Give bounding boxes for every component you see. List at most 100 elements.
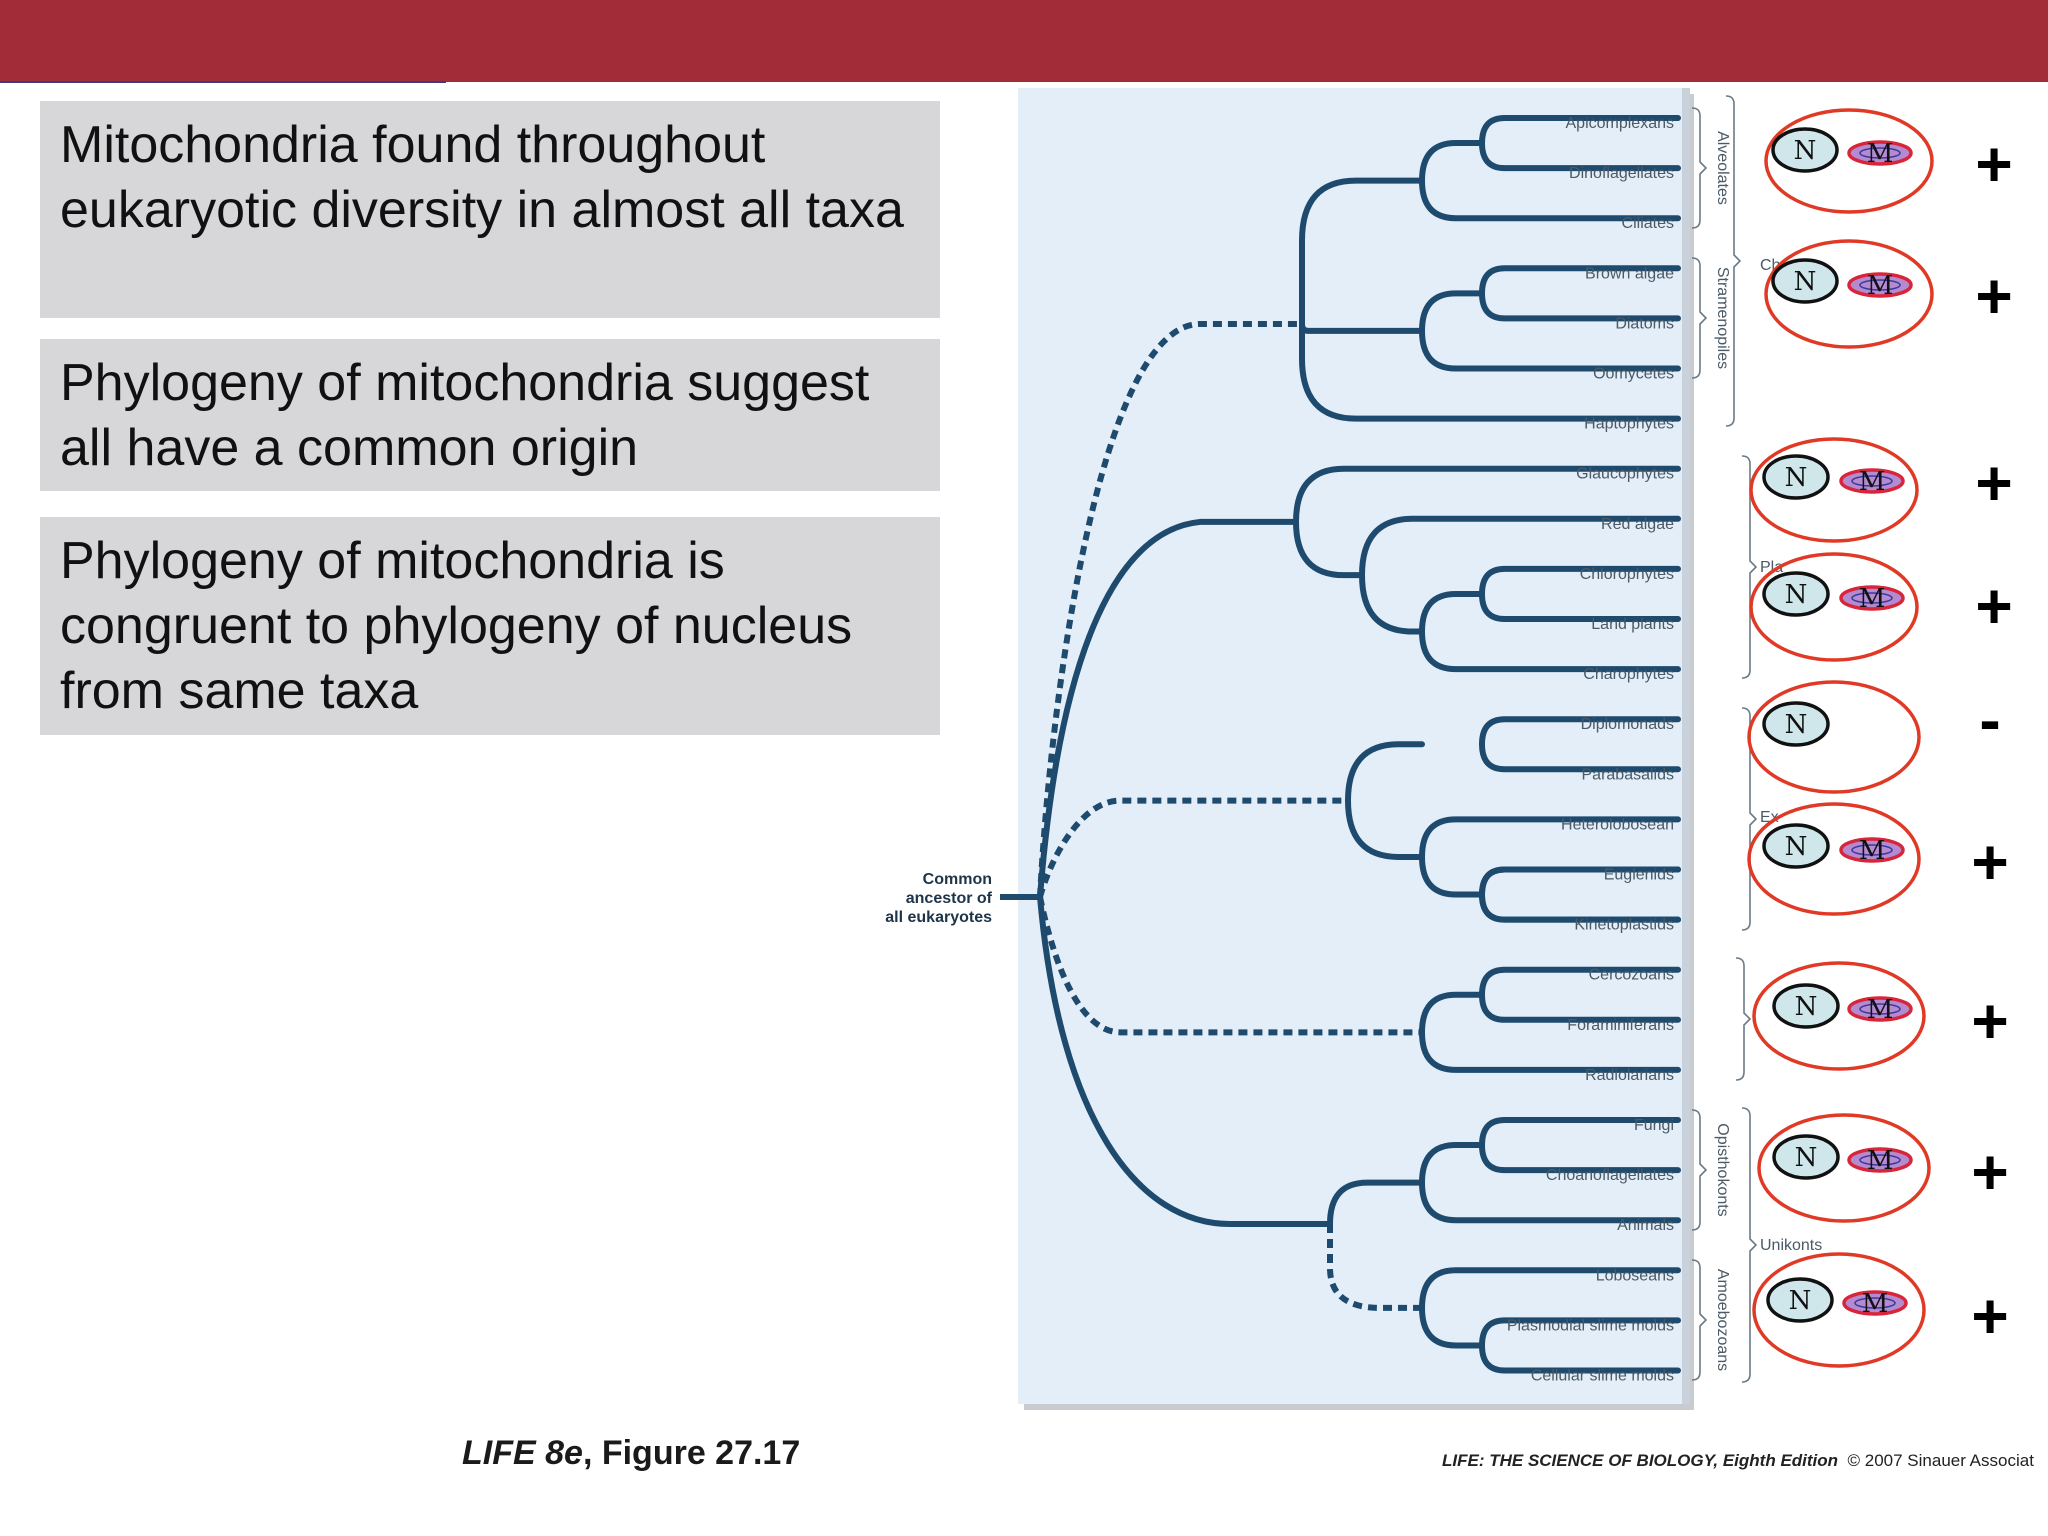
nucleus	[1762, 823, 1830, 869]
figure-panel	[1018, 88, 1688, 1404]
nucleus-label: N	[1795, 992, 1818, 1022]
tree-branch	[1419, 1179, 1681, 1224]
tree-branch	[1419, 853, 1485, 898]
credit-title: LIFE: THE SCIENCE OF BIOLOGY, Eighth Edi…	[1442, 1451, 1839, 1470]
dashed-branch	[1037, 896, 1422, 1036]
excavates-bracket	[1741, 707, 1758, 931]
taxon-label: Glaucophytes	[1576, 466, 1674, 483]
mitochondrion-label: M	[1867, 139, 1894, 169]
taxon-label: Apicomplexans	[1566, 115, 1675, 132]
tree-branch	[1479, 290, 1681, 322]
opisthokonts-bracket	[1691, 1109, 1708, 1231]
tree-branch	[1419, 290, 1485, 334]
nucleus-label: N	[1795, 1143, 1818, 1173]
mitochondrion-label: M	[1862, 1289, 1889, 1319]
tree-branch	[1479, 1117, 1681, 1149]
taxon-label: Parabasalids	[1582, 766, 1675, 783]
tree-branches	[1000, 115, 1681, 1374]
dashed-branch	[1327, 1224, 1422, 1311]
mitochondrion-label: M	[1867, 271, 1894, 301]
tree-branch	[1479, 115, 1681, 147]
tree-branch	[1479, 590, 1681, 622]
publisher-credit: LIFE: THE SCIENCE OF BIOLOGY, Eighth Edi…	[1442, 1451, 2034, 1471]
nucleus	[1762, 571, 1830, 617]
presence-sign: +	[1975, 570, 2012, 642]
presence-sign: +	[1971, 985, 2008, 1057]
tree-branch	[1419, 177, 1681, 222]
cell-outline	[1764, 239, 1934, 349]
taxon-labels: ApicomplexansDinoflagellatesCiliatesBrow…	[1507, 115, 1674, 1385]
opisthokonts-label: Opisthokonts	[1714, 1123, 1731, 1216]
tree-branch	[1479, 265, 1681, 297]
credit-copyright: © 2007 Sinauer Associat	[1847, 1451, 2034, 1470]
tree-branch	[1419, 1267, 1681, 1311]
tree-branch	[1299, 177, 1425, 327]
taxon-label: Choanoflagellates	[1546, 1167, 1674, 1184]
mitochondrion	[1847, 996, 1913, 1022]
header-bar	[0, 0, 2048, 82]
dashed-branch	[1037, 321, 1302, 898]
mitochondrion-label: M	[1859, 584, 1886, 614]
cell-outline	[1757, 1113, 1931, 1223]
caption-figure: , Figure 27.17	[582, 1434, 801, 1472]
tree-branch	[1359, 515, 1681, 579]
taxon-label: Red algae	[1601, 516, 1674, 533]
cell-outline	[1752, 1252, 1926, 1368]
tree-branch	[1419, 1142, 1485, 1186]
cell-outline	[1747, 680, 1921, 794]
tree-branch	[1479, 891, 1681, 923]
figure-panel-edge	[1682, 88, 1690, 1404]
cell-outline	[1752, 961, 1926, 1071]
taxon-label: Euglenids	[1604, 867, 1674, 884]
mitochondrion-inner	[1851, 592, 1893, 604]
tree-branch	[1419, 140, 1485, 184]
taxon-label: Charophytes	[1583, 666, 1674, 683]
nucleus-label: N	[1794, 267, 1817, 297]
tree-branch	[1359, 572, 1425, 635]
mitochondrion	[1847, 140, 1913, 166]
tree-branch	[1479, 866, 1681, 898]
mitochondrion	[1839, 585, 1905, 611]
amoebozoans-label: Amoebozoans	[1714, 1269, 1731, 1371]
mitochondrion	[1847, 272, 1913, 298]
tree-branch	[1479, 1342, 1681, 1374]
nucleus-label: N	[1785, 580, 1808, 610]
mitochondrion-inner	[1854, 1297, 1896, 1309]
nucleus	[1771, 127, 1839, 173]
tree-branch	[1479, 565, 1681, 597]
mitochondrion-inner	[1859, 1003, 1901, 1015]
mitochondrion-inner	[1859, 147, 1901, 159]
taxon-label: Land plants	[1591, 616, 1674, 633]
text-box-mitochondria-found: Mitochondria found throughout eukaryotic…	[40, 101, 940, 318]
mitochondrion-inner	[1859, 279, 1901, 291]
unikonts-bracket	[1741, 1107, 1758, 1383]
tree-branch	[1345, 797, 1425, 860]
taxon-label: Kinetoplastids	[1574, 917, 1674, 934]
tree-branch	[1037, 896, 1330, 1227]
tree-branch	[1293, 465, 1681, 525]
dashed-branch	[1037, 797, 1348, 898]
tree-branch	[1479, 991, 1681, 1023]
mitochondrion-label: M	[1867, 995, 1894, 1025]
tree-branch	[1293, 518, 1365, 579]
taxon-label: Ciliates	[1622, 215, 1674, 232]
ancestor-label-line: all eukaryotes	[885, 909, 992, 926]
presence-sign: +	[1975, 128, 2012, 200]
taxon-label: Animals	[1617, 1217, 1674, 1234]
tree-branch	[1037, 518, 1296, 898]
cell-outline	[1747, 802, 1921, 916]
cell-outline	[1749, 437, 1919, 543]
presence-sign: +	[1971, 826, 2008, 898]
tree-branch	[1419, 1029, 1681, 1073]
tree-branch	[1345, 741, 1425, 804]
amoebozoans-bracket	[1691, 1259, 1708, 1381]
tree-branch	[1479, 741, 1681, 773]
header-underline	[0, 81, 446, 83]
taxon-label: Heterolobosean	[1561, 816, 1674, 833]
presence-sign: +	[1971, 1136, 2008, 1208]
nucleus	[1772, 1134, 1840, 1180]
nucleus-label: N	[1785, 832, 1808, 862]
nucleus	[1762, 701, 1830, 747]
